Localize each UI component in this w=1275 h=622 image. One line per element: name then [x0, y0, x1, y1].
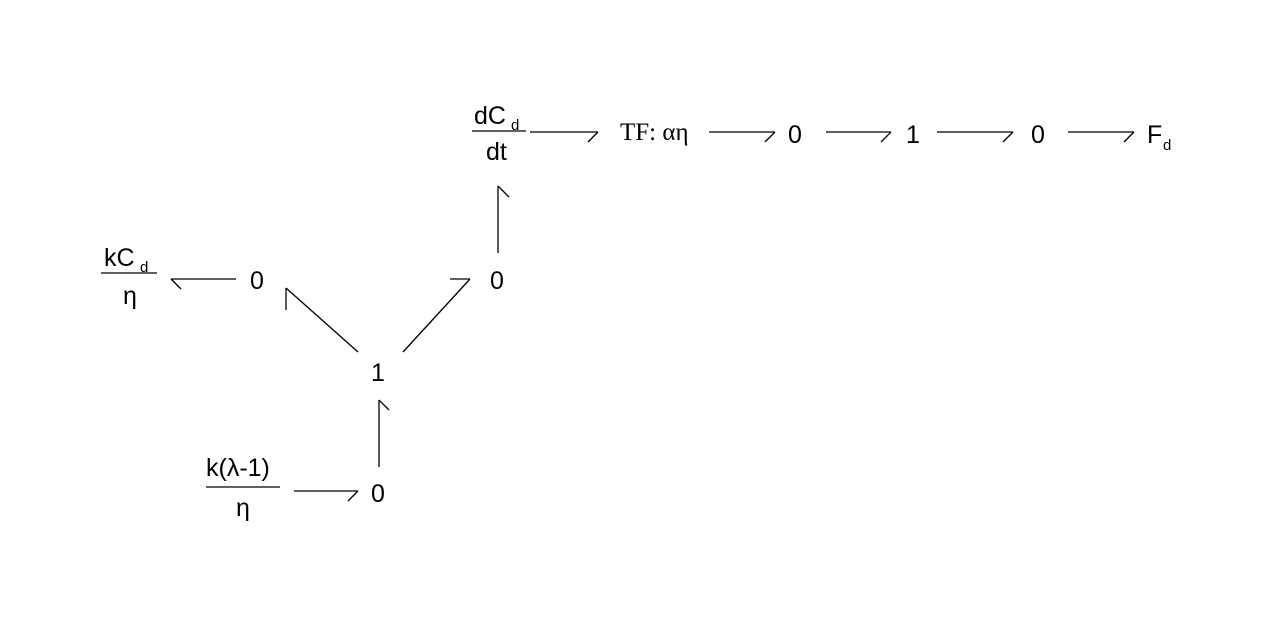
bond-zero-top-a-to-one-top: [826, 131, 892, 143]
bond-dcdt-to-tf: [530, 131, 599, 143]
kcd-denominator: η: [123, 282, 137, 310]
node-zero-junction-bottom: 0: [371, 480, 385, 508]
node-dcdt-fraction: dC d dt: [472, 102, 526, 166]
bond-one-center-to-zero-left: [285, 287, 359, 353]
bond-zero-bottom-to-one-center: [378, 399, 390, 467]
kcd-numerator: kC: [104, 244, 135, 272]
bond-zero-left-to-kcd: [170, 278, 236, 290]
dcdt-numerator-subscript: d: [511, 117, 519, 134]
bond-klambda-to-zero-bottom: [294, 490, 359, 502]
node-zero-junction-top-b: 0: [1031, 121, 1045, 149]
fd-label: F: [1147, 121, 1162, 149]
dcdt-numerator: dC: [474, 102, 506, 130]
kcd-numerator-subscript: d: [140, 259, 148, 276]
bond-one-center-to-zero-right: [402, 278, 471, 353]
bond-zero-right-to-dcdt: [497, 185, 510, 253]
node-kcd-fraction: kC d η: [101, 244, 157, 310]
node-one-junction-top: 1: [906, 121, 920, 149]
klambda-denominator: η: [236, 494, 250, 522]
node-klambda-fraction: k(λ-1) η: [206, 454, 280, 522]
node-force-fd: F d: [1147, 121, 1171, 154]
bond-one-top-to-zero-top-b: [937, 131, 1014, 143]
node-transformer: TF: αη: [620, 119, 689, 146]
node-zero-junction-top-a: 0: [788, 121, 802, 149]
dcdt-denominator: dt: [486, 138, 507, 166]
bond-tf-to-zero-top-a: [709, 131, 776, 143]
node-one-junction-center: 1: [371, 359, 385, 387]
fd-subscript: d: [1163, 137, 1171, 154]
node-zero-junction-right: 0: [490, 267, 504, 295]
node-zero-junction-left: 0: [250, 267, 264, 295]
klambda-numerator: k(λ-1): [206, 454, 270, 482]
bond-zero-top-b-to-fd: [1068, 131, 1135, 143]
